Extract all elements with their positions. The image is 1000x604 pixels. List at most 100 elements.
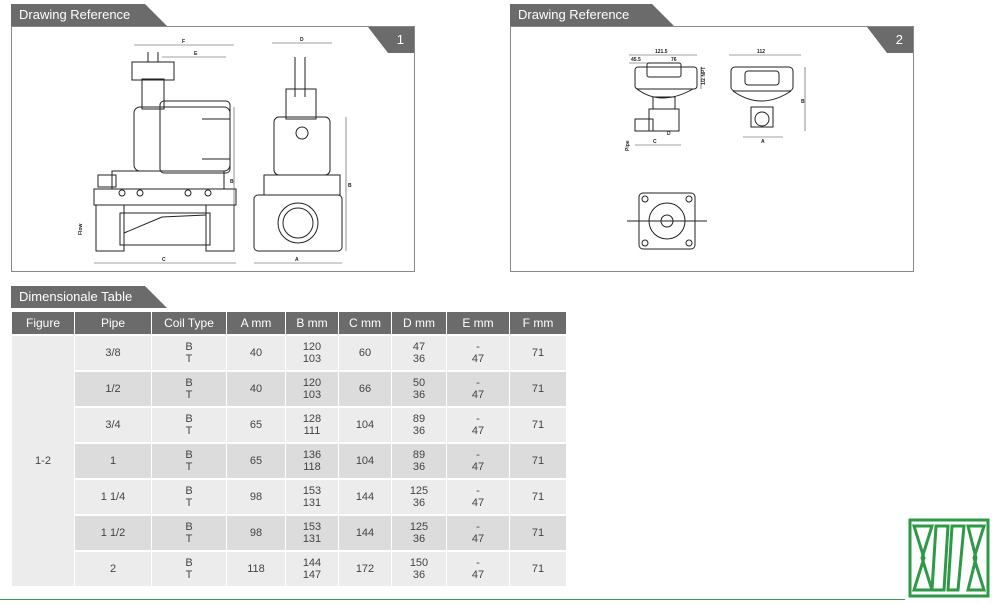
dimension-table: Figure Pipe Coil Type A mm B mm C mm D m… <box>12 312 567 586</box>
dim-d2-label: D <box>667 131 671 137</box>
dimension-table-tab: Dimensionale Table <box>11 286 167 308</box>
dim-d-label: D <box>300 37 304 43</box>
dim-b3-label: B <box>801 99 805 105</box>
c-cell: 104 <box>338 442 392 479</box>
header-d: D mm <box>391 312 447 335</box>
f-cell: 71 <box>509 514 567 551</box>
coil-cap <box>131 61 175 81</box>
c-cell: 144 <box>338 478 392 515</box>
dim-a-label: A <box>295 257 299 263</box>
pipe-label: Pipe <box>625 140 631 151</box>
dim-c-label: C <box>162 257 166 263</box>
f-cell: 71 <box>509 370 567 407</box>
header-c: C mm <box>338 312 392 335</box>
a-cell: 40 <box>226 370 286 407</box>
header-e: E mm <box>446 312 510 335</box>
dim-c2-label: C <box>653 139 657 145</box>
f-cell: 71 <box>509 442 567 479</box>
valve-drawing-2: 121.5 45.5 76 1/2 NPT C D Pipe 112 A B <box>625 49 806 250</box>
c-cell: 60 <box>338 334 392 371</box>
valve-drawing-1: F E C B Flow D A B <box>78 37 352 264</box>
pipe-cell: 2 <box>74 550 152 586</box>
side-coil <box>273 116 331 176</box>
f-cell: 71 <box>509 550 567 586</box>
dim-w2-label: 45.5 <box>631 57 641 63</box>
header-figure: Figure <box>12 312 75 335</box>
header-f: F mm <box>509 312 567 335</box>
c-cell: 144 <box>338 514 392 551</box>
a-cell: 98 <box>226 478 286 515</box>
company-logo-icon <box>908 518 990 598</box>
drawing-panel-2: 2 121.5 45.5 76 1/2 NPT C D Pipe 112 A B <box>510 26 914 272</box>
a-cell: 65 <box>226 406 286 443</box>
drawing-reference-tab-1: Drawing Reference <box>11 4 167 26</box>
c-cell: 172 <box>338 550 392 586</box>
pipe-cell: 3/8 <box>74 334 152 371</box>
dim-w4-label: 112 <box>757 49 765 55</box>
e-cell: -47 <box>446 370 510 407</box>
dim-npt-label: 1/2 NPT <box>701 67 707 85</box>
dim-w3-label: 76 <box>671 57 677 63</box>
a-cell: 118 <box>226 550 286 586</box>
f-cell: 71 <box>509 334 567 371</box>
header-b: B mm <box>285 312 339 335</box>
dim-w1-label: 121.5 <box>655 49 668 55</box>
table-header-row: Figure Pipe Coil Type A mm B mm C mm D m… <box>12 312 567 335</box>
bonnet <box>111 170 225 190</box>
drawing-panel-1: 1 F E C B Flow D <box>11 26 415 272</box>
side-body <box>253 194 343 252</box>
drawing-reference-tab-2: Drawing Reference <box>510 4 674 26</box>
f-cell: 71 <box>509 406 567 443</box>
e-cell: -47 <box>446 478 510 515</box>
e-cell: -47 <box>446 406 510 443</box>
a-cell: 98 <box>226 514 286 551</box>
dim-a2-label: A <box>761 139 765 145</box>
e-cell: -47 <box>446 442 510 479</box>
pipe-cell: 1/2 <box>74 370 152 407</box>
pipe-cell: 1 <box>74 442 152 479</box>
pipe-cell: 1 1/4 <box>74 478 152 515</box>
inlet-port <box>95 204 125 252</box>
pipe-cell: 1 1/2 <box>74 514 152 551</box>
f-cell: 71 <box>509 478 567 515</box>
dim-f-label: F <box>182 39 185 45</box>
c-cell: 104 <box>338 406 392 443</box>
figure-cell: 1-2 <box>12 334 75 586</box>
e-cell: -47 <box>446 334 510 371</box>
header-pipe: Pipe <box>74 312 152 335</box>
dim-b2-label: B <box>348 183 352 189</box>
coil-body <box>133 106 231 172</box>
e-cell: -47 <box>446 550 510 586</box>
flow-label: Flow <box>78 224 84 235</box>
pipe-cell: 3/4 <box>74 406 152 443</box>
footer-rule <box>0 599 905 600</box>
header-a: A mm <box>226 312 286 335</box>
